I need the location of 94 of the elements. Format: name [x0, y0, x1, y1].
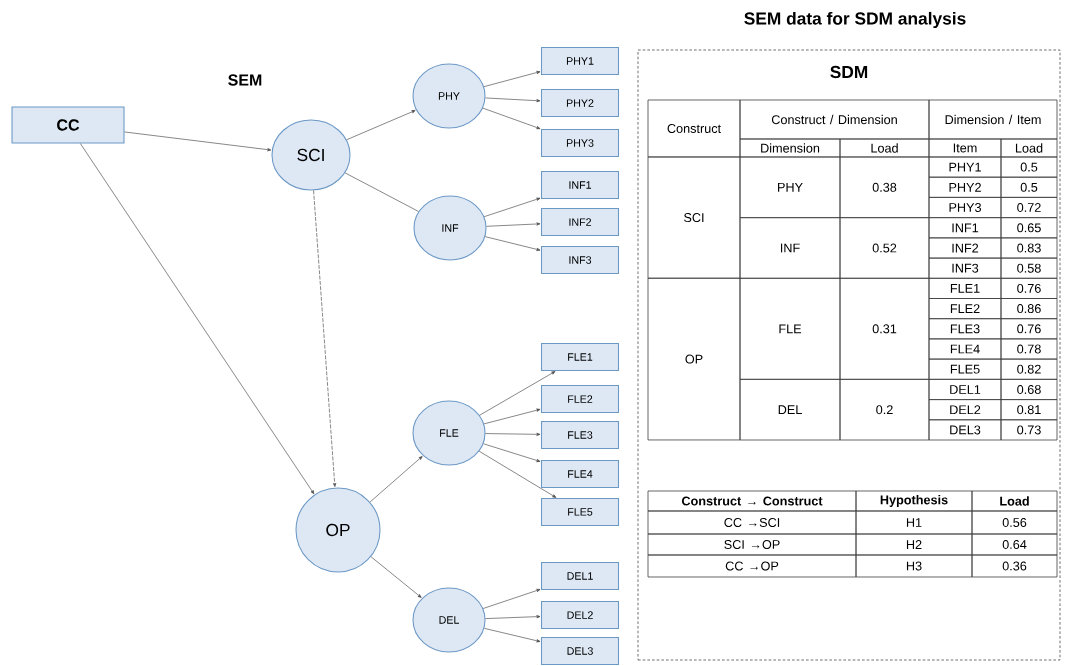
arrow	[482, 107, 541, 130]
table-cell: INF1	[928, 217, 1002, 239]
table-cell: DEL1	[928, 379, 1002, 400]
arrow	[346, 110, 416, 141]
table-cell: INF3	[928, 257, 1002, 279]
table-cell: Dimension	[739, 138, 841, 158]
arrow	[483, 443, 541, 463]
variable-box: FLE3	[540, 420, 620, 450]
arrow	[479, 371, 556, 416]
variable-box: INF1	[540, 170, 620, 200]
table-cell: 0.72	[1000, 197, 1058, 218]
arrow	[80, 143, 315, 495]
variable-box: FLE4	[540, 459, 620, 489]
table-cell: OP	[647, 277, 741, 441]
title: SEM data for SDM analysis	[744, 11, 966, 29]
table-cell: 0.56	[971, 510, 1058, 535]
table-cell: H3	[855, 554, 973, 578]
arrow	[483, 197, 541, 217]
table-cell: PHY3	[928, 197, 1002, 218]
table-cell: 0.68	[1000, 379, 1058, 400]
arrow	[483, 70, 541, 87]
table-cell: PHY1	[928, 156, 1002, 178]
table-cell: Construct → Construct	[647, 490, 857, 512]
table-cell: CC →SCI	[647, 510, 857, 535]
table-cell: Construct	[647, 99, 741, 158]
table-cell: CC →OP	[647, 554, 857, 578]
table-cell: Hypothesis	[855, 490, 973, 512]
table-cell: 0.76	[1000, 277, 1058, 299]
table-cell: 0.5	[1000, 176, 1058, 198]
table-cell: FLE3	[928, 318, 1002, 340]
variable-box: DEL2	[540, 600, 620, 630]
table-cell: PHY	[739, 156, 841, 218]
arrow	[313, 190, 337, 487]
table-cell: FLE5	[928, 358, 1002, 380]
table-cell: 0.78	[1000, 338, 1058, 360]
variable-box: CC	[11, 106, 125, 144]
table-cell: 0.76	[1000, 318, 1058, 340]
variable-box: DEL1	[540, 561, 620, 591]
variable-box: INF2	[540, 207, 620, 237]
table-cell: 0.58	[1000, 257, 1058, 279]
table-cell: Construct / Dimension	[739, 99, 930, 140]
variable-box: FLE2	[540, 384, 620, 414]
variable-box: FLE5	[540, 497, 620, 527]
table-cell: DEL3	[928, 419, 1002, 441]
table-cell: Load	[839, 138, 930, 158]
table-cell: FLE4	[928, 338, 1002, 360]
arrow	[484, 628, 541, 643]
table-cell: 0.31	[839, 277, 930, 380]
variable-box: PHY1	[540, 46, 620, 76]
table-cell: 0.81	[1000, 399, 1058, 421]
arrow	[484, 236, 541, 251]
variable-box: PHY3	[540, 128, 620, 158]
table-cell: INF	[739, 217, 841, 279]
arrow	[485, 97, 541, 103]
arrow	[370, 556, 422, 598]
arrow	[485, 432, 541, 436]
arrow	[478, 450, 557, 498]
table-cell: 0.86	[1000, 298, 1058, 320]
table-cell: 0.36	[971, 554, 1058, 578]
table-cell: DEL2	[928, 399, 1002, 421]
table-cell: Load	[1000, 138, 1058, 158]
variable-box: FLE1	[540, 342, 620, 372]
table-cell: INF2	[928, 237, 1002, 259]
table-cell: 0.82	[1000, 358, 1058, 380]
table-cell: PHY2	[928, 176, 1002, 198]
table-cell: 0.5	[1000, 156, 1058, 178]
table-cell: H1	[855, 510, 973, 535]
variable-box: INF3	[540, 245, 620, 275]
table-cell: SCI	[647, 156, 741, 279]
table-cell: 0.38	[839, 156, 930, 218]
table-cell: 0.83	[1000, 237, 1058, 259]
table-cell: FLE2	[928, 298, 1002, 320]
table-cell: DEL	[739, 378, 841, 441]
table-cell: Load	[971, 490, 1058, 512]
variable-box: PHY2	[540, 88, 620, 118]
table-cell: FLE1	[928, 277, 1002, 299]
table-cell: Item	[928, 138, 1002, 158]
table-cell: 0.65	[1000, 217, 1058, 239]
variable-box: DEL3	[540, 636, 620, 666]
heading: SEM	[228, 74, 262, 86]
table-cell: Dimension / Item	[928, 99, 1058, 140]
arrow	[486, 222, 541, 227]
arrow	[482, 588, 541, 609]
table-cell: SCI →OP	[647, 533, 857, 556]
arrow	[369, 456, 423, 503]
arrow	[483, 408, 541, 425]
arrow	[485, 615, 541, 619]
table-cell: 0.2	[839, 378, 930, 441]
table-cell: 0.52	[839, 217, 930, 279]
table-cell: FLE	[739, 277, 841, 380]
table-cell: H2	[855, 533, 973, 556]
table-cell: 0.64	[971, 533, 1058, 556]
table-cell: 0.73	[1000, 419, 1058, 441]
arrow	[124, 131, 272, 152]
